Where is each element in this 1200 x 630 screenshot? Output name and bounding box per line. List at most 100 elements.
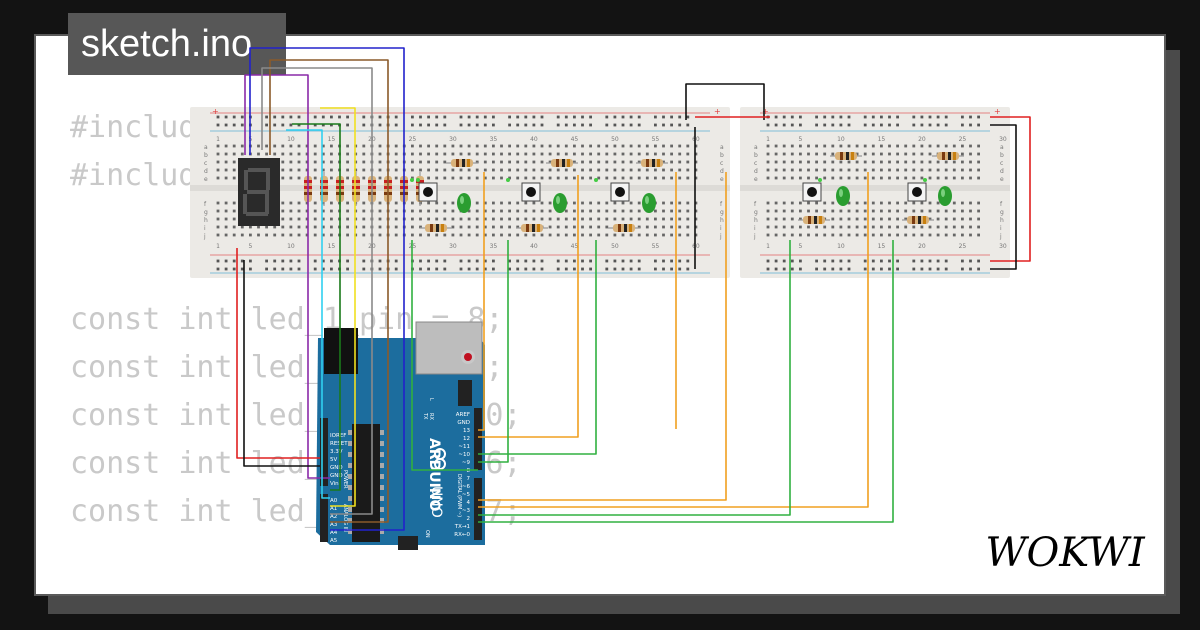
bbL-hole [524, 259, 528, 263]
chip-pin [348, 518, 352, 523]
bbR-hole [823, 144, 827, 148]
bbR-hole [904, 217, 908, 221]
bbL-hole [249, 259, 252, 263]
bbL-hole [662, 217, 665, 221]
bbR-hole [936, 209, 940, 213]
bbL-hole [629, 201, 633, 205]
bbL-hole [662, 201, 665, 205]
power-pin-label: Vin [330, 481, 339, 487]
chip-pin [380, 507, 384, 512]
bbL-hole [589, 115, 592, 119]
bbL-hole [540, 144, 544, 148]
bbL-hole [467, 267, 471, 271]
bbR-hole [782, 123, 786, 127]
bbL-hole [330, 267, 333, 271]
analog-pin-label: A2 [330, 514, 337, 520]
bbR-hole [831, 160, 835, 164]
bbR-hole [815, 209, 818, 213]
l-led-label: L [428, 398, 434, 401]
bbR-hole [896, 152, 899, 156]
arduino-uno-board[interactable]: IOREFRESET3.3V5VGNDGNDVinA0A1A2A3A4A5ARE… [316, 321, 485, 550]
bbL-hole [273, 152, 277, 156]
bbL-hole [378, 152, 382, 156]
bbL-hole [556, 176, 560, 180]
bbR-hole [774, 267, 778, 271]
bbR-hole [896, 225, 899, 229]
bbR-hole [928, 168, 932, 172]
bbR-hole [928, 209, 932, 213]
bbL-col-number: 45 [571, 136, 579, 143]
bbR-hole [896, 176, 899, 180]
bbL-hole [540, 267, 544, 271]
bbR-hole [977, 217, 980, 221]
bbL-col-number: 10 [287, 136, 295, 143]
bbR-hole [961, 209, 964, 213]
bbL-hole [289, 259, 293, 263]
bbR-hole [977, 267, 980, 271]
bbL-hole [589, 168, 592, 172]
bbL-hole [605, 168, 609, 172]
bbL-row-letter: h [204, 217, 208, 224]
bbR-hole [871, 152, 875, 156]
bbR-hole [839, 160, 843, 164]
bbL-hole [475, 160, 479, 164]
display-segment [266, 170, 270, 190]
bbR-hole [928, 233, 932, 237]
bbR-hole [831, 144, 835, 148]
bbL-hole [346, 144, 349, 148]
bbR-hole [961, 217, 964, 221]
bbL-hole [451, 217, 455, 221]
bbL-hole [297, 115, 301, 119]
bbL-hole [467, 259, 471, 263]
bbL-hole [394, 176, 398, 180]
bbL-hole [313, 123, 317, 127]
bbL-hole [597, 168, 601, 172]
bbL-hole [581, 115, 584, 119]
bbL-col-number: 40 [530, 243, 538, 250]
bbL-hole [321, 201, 325, 205]
power-pin-label: IOREF [330, 433, 346, 439]
bbL-hole [305, 201, 309, 205]
bbL-hole [216, 209, 220, 213]
bbL-hole [467, 176, 471, 180]
bbR-hole [839, 217, 843, 221]
bbR-hole [831, 176, 835, 180]
bbL-hole [321, 168, 325, 172]
bbR-hole [815, 123, 818, 127]
bbL-row-letter: h [720, 217, 724, 224]
bbR-hole [920, 168, 924, 172]
bbR-hole [928, 176, 932, 180]
bbR-hole [823, 233, 827, 237]
bbL-hole [589, 176, 592, 180]
bbL-hole [516, 233, 520, 237]
bbL-hole [613, 160, 617, 164]
bbR-hole [896, 168, 899, 172]
bbR-hole [944, 267, 948, 271]
bbR-hole [782, 201, 786, 205]
bbL-hole [435, 259, 439, 263]
bbL-hole [540, 123, 544, 127]
bbL-hole [378, 209, 382, 213]
bbL-hole [265, 123, 268, 127]
bbL-hole [597, 144, 601, 148]
bbL-hole [281, 168, 285, 172]
bbR-hole [799, 233, 802, 237]
bbL-hole [662, 225, 665, 229]
chip-pin [348, 507, 352, 512]
bbL-hole [548, 233, 552, 237]
bbR-hole [944, 123, 948, 127]
bbL-hole [516, 168, 520, 172]
bbR-hole [782, 217, 786, 221]
bbL-hole [581, 123, 584, 127]
bbL-hole [629, 115, 633, 119]
bbL-hole [451, 209, 455, 213]
bbR-hole [920, 115, 924, 119]
bbR-hole [799, 152, 802, 156]
digital-pin-label: RX←0 [454, 532, 470, 538]
bbR-hole [871, 160, 875, 164]
bbL-hole [427, 209, 430, 213]
bbL-hole [435, 123, 439, 127]
chip-pin [380, 518, 384, 523]
bbR-hole [782, 233, 786, 237]
